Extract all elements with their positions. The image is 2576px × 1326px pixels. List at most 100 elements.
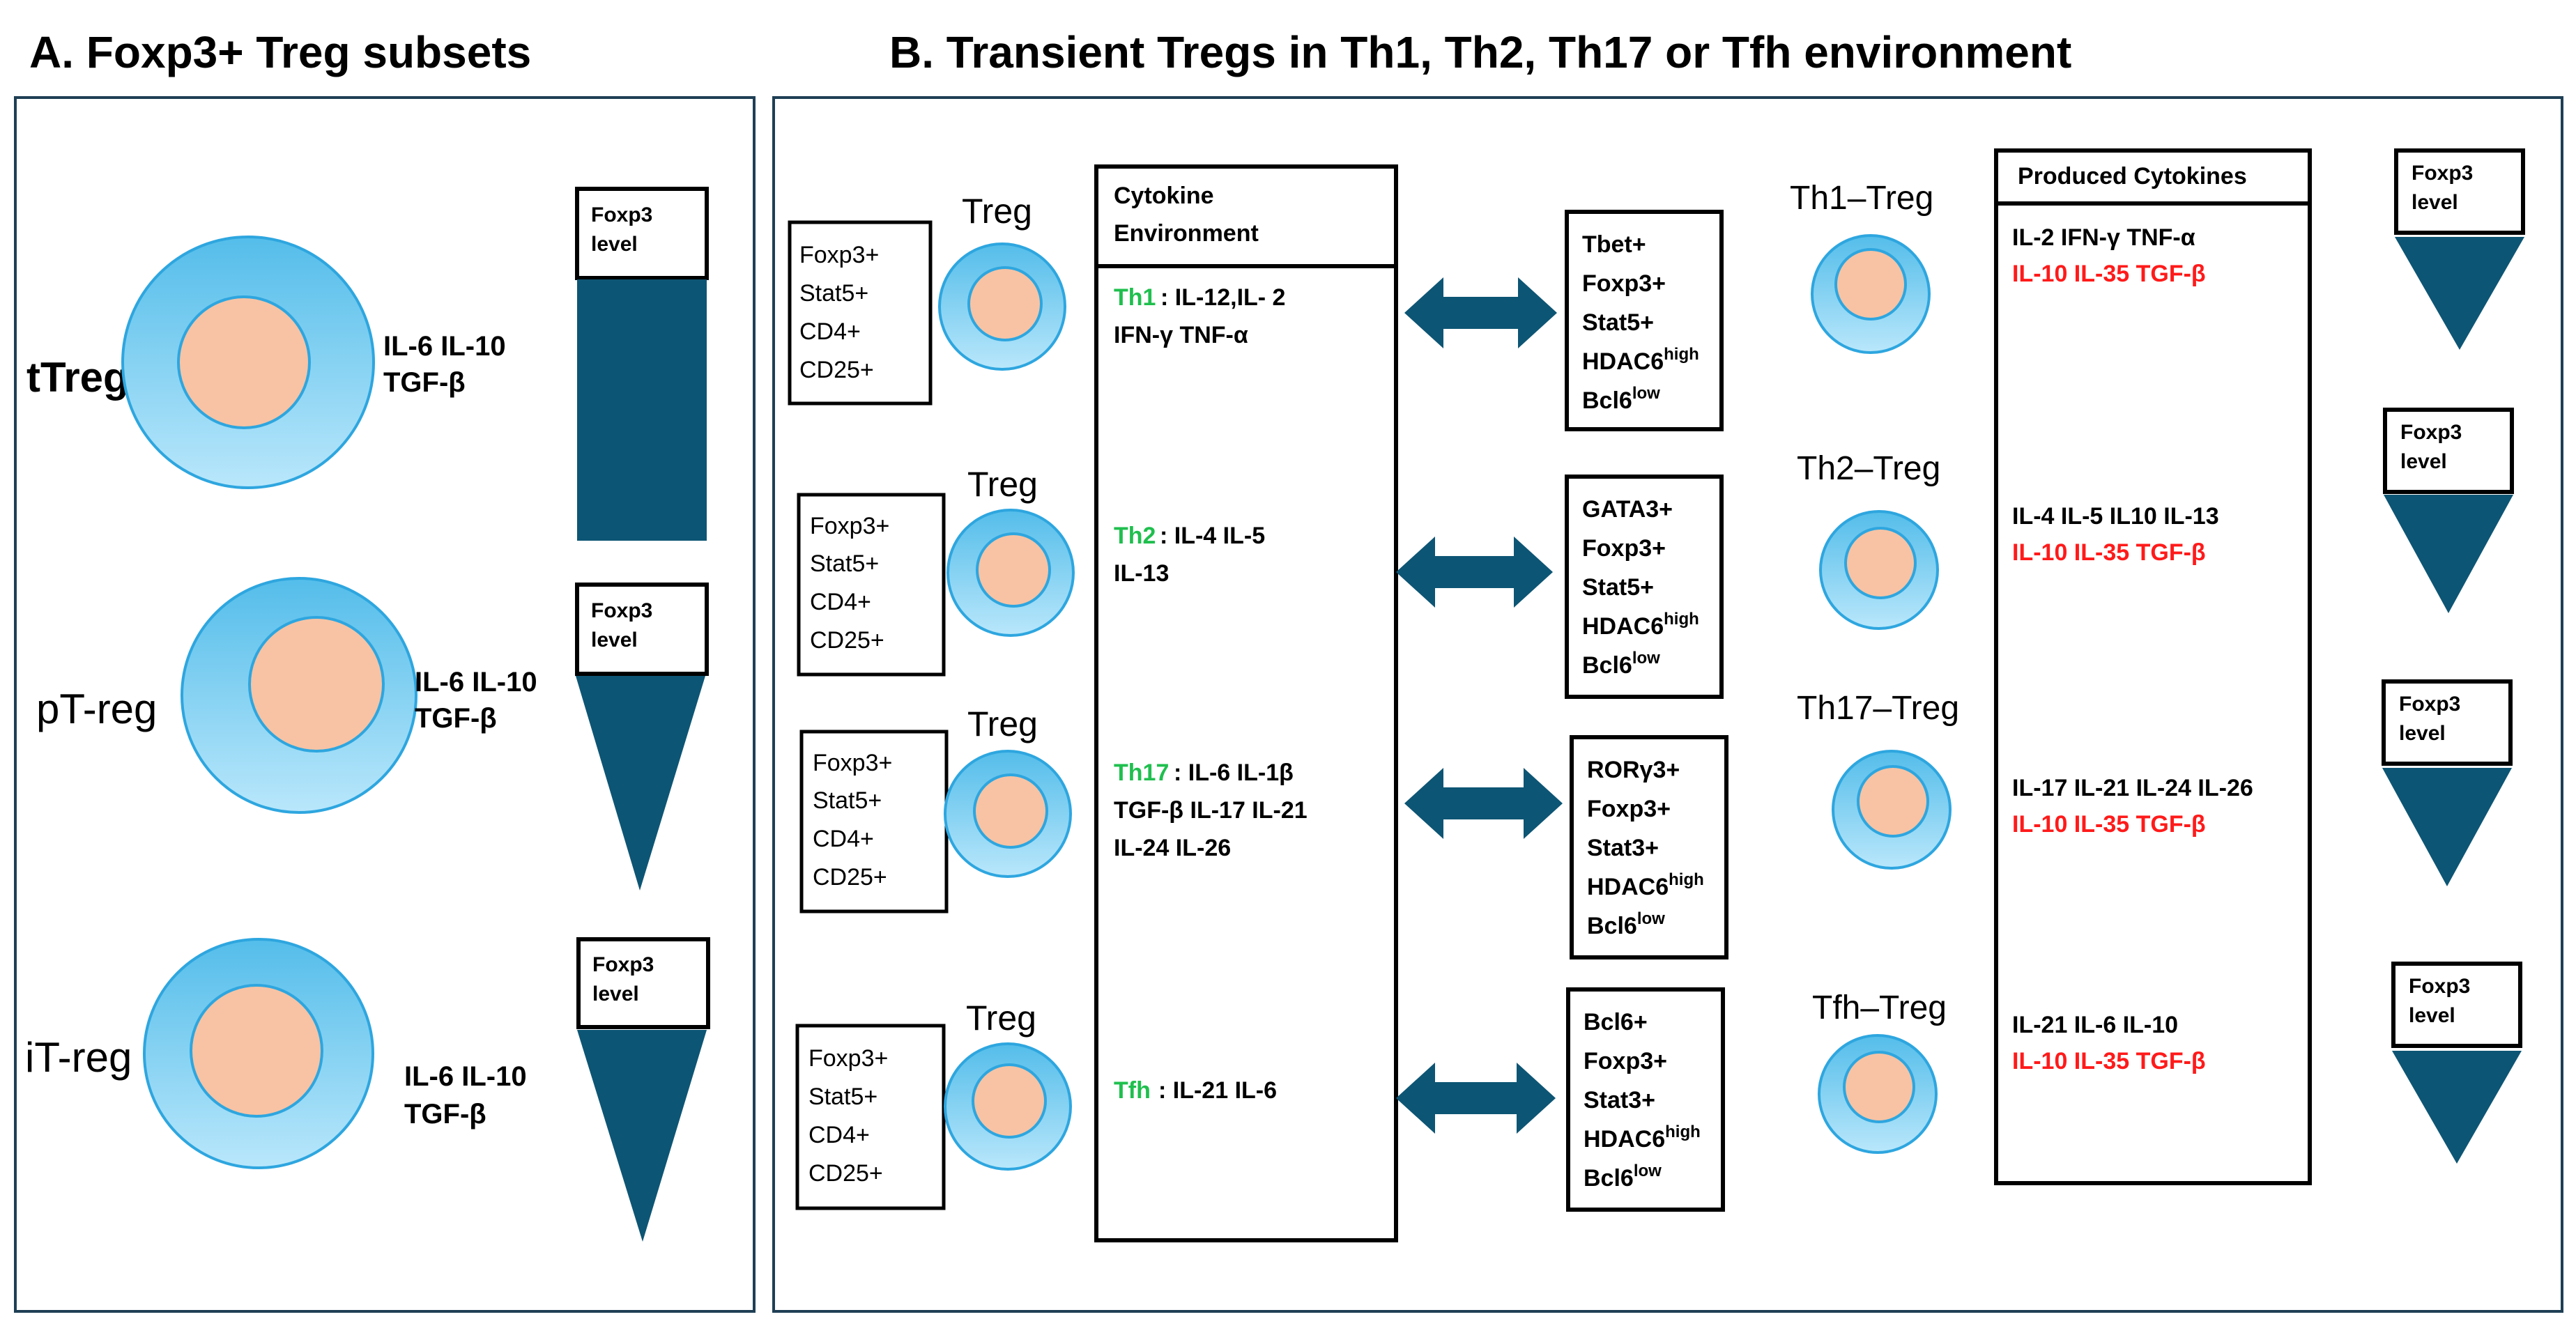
produced-line1: IL-4 IL-5 IL10 IL-13	[2012, 503, 2219, 530]
subset-ptreg: pT-reg IL-6 IL-10 TGF-β Foxp3 level	[36, 577, 709, 891]
transient-marker: Stat3+	[1584, 1087, 1655, 1113]
subset-itreg: iT-reg IL-6 IL-10 TGF-β Foxp3 level	[25, 937, 710, 1242]
double-arrow	[1396, 537, 1553, 608]
foxp3-level-triangle	[2384, 495, 2513, 613]
foxp3-label-box	[575, 187, 709, 280]
foxp3-label-box	[2382, 679, 2513, 766]
transient-markers-box	[1565, 210, 1724, 431]
panel-a-title: A. Foxp3+ Treg subsets	[29, 27, 531, 77]
transient-treg-label: Tfh–Treg	[1812, 989, 1947, 1026]
foxp3-label-box	[576, 937, 710, 1029]
foxp3-label-line2: level	[2399, 722, 2446, 745]
foxp3-label-line1: Foxp3	[592, 953, 654, 976]
treg-markers-box	[788, 220, 933, 406]
treg-markers-box	[797, 493, 946, 677]
row-th2: Foxp3+ Stat5+ CD4+ CD25+ Treg Th2 : IL-4…	[797, 408, 2514, 699]
bcl6-marker: Bcl6low	[1582, 384, 1660, 414]
produced-line1: IL-17 IL-21 IL-24 IL-26	[2012, 775, 2253, 801]
double-arrow	[1396, 1063, 1556, 1134]
treg-marker: CD25+	[799, 357, 874, 383]
subset-name: pT-reg	[36, 686, 157, 732]
foxp3-label-box	[2383, 408, 2514, 494]
foxp3-label-line2: level	[2400, 450, 2447, 473]
foxp3-label-line2: level	[2409, 1004, 2455, 1027]
foxp3-level-bar	[577, 279, 707, 541]
foxp3-level-triangle	[2395, 237, 2524, 350]
transient-cell-nucleus	[1857, 765, 1929, 838]
cytokine-environment-header-line2: Environment	[1114, 220, 1259, 247]
treg-label: Treg	[962, 192, 1032, 231]
produced-line2: IL-10 IL-35 TGF-β	[2012, 539, 2206, 566]
bcl6-marker: Bcl6low	[1587, 909, 1665, 939]
produced-line1: IL-2 IFN-γ TNF-α	[2012, 224, 2195, 251]
foxp3-label-box	[2391, 962, 2522, 1048]
treg-cell-nucleus	[976, 532, 1051, 608]
transient-marker: Stat3+	[1587, 835, 1659, 861]
env-line2: IL-13	[1114, 560, 1169, 587]
bcl6-marker: Bcl6low	[1584, 1162, 1662, 1192]
transient-marker: Bcl6+	[1584, 1009, 1648, 1035]
env-line1-rest: : IL-6 IL-1β	[1174, 760, 1294, 786]
treg-marker: Stat5+	[799, 280, 868, 307]
env-name: Th1	[1114, 284, 1156, 311]
cytokines-line2: TGF-β	[383, 367, 466, 398]
produced-line2: IL-10 IL-35 TGF-β	[2012, 811, 2206, 838]
treg-marker: Foxp3+	[813, 750, 892, 776]
transient-markers-box	[1565, 475, 1724, 699]
transient-marker: Foxp3+	[1587, 796, 1671, 822]
panel-b-frame	[772, 96, 2563, 1313]
cytokine-environment-column: Cytokine Environment	[1094, 164, 1398, 1242]
transient-markers-box	[1566, 987, 1725, 1212]
hdac6-marker: HDAC6high	[1582, 345, 1699, 375]
foxp3-level-triangle	[2382, 768, 2512, 886]
foxp3-label-box	[575, 583, 709, 676]
foxp3-label-line1: Foxp3	[591, 599, 652, 622]
treg-cell-nucleus	[973, 773, 1048, 849]
foxp3-level-triangle	[577, 1030, 707, 1242]
transient-markers-box	[1570, 735, 1728, 959]
transient-marker: GATA3+	[1582, 496, 1673, 523]
cell-nucleus	[248, 616, 385, 753]
cytokines-line2: TGF-β	[415, 703, 497, 734]
transient-cell-nucleus	[1834, 248, 1907, 321]
env-name: Th2	[1114, 523, 1156, 549]
transient-marker: Foxp3+	[1582, 270, 1666, 297]
cell-nucleus	[177, 295, 311, 429]
treg-marker: CD25+	[813, 864, 887, 891]
row-th17: Foxp3+ Stat5+ CD4+ CD25+ Treg Th17 : IL-…	[799, 679, 2513, 959]
treg-label: Treg	[967, 704, 1038, 743]
panel-b-title: B. Transient Tregs in Th1, Th2, Th17 or …	[889, 27, 2071, 77]
transient-marker: Foxp3+	[1582, 535, 1666, 562]
produced-line2: IL-10 IL-35 TGF-β	[2012, 1048, 2206, 1074]
env-line1-rest: : IL-21 IL-6	[1158, 1077, 1277, 1104]
hdac6-marker: HDAC6high	[1584, 1123, 1701, 1152]
foxp3-label-line2: level	[592, 982, 639, 1005]
transient-treg-label: Th17–Treg	[1797, 690, 1959, 727]
foxp3-level-triangle	[2392, 1051, 2522, 1164]
transient-marker: Foxp3+	[1584, 1048, 1667, 1074]
foxp3-label-line1: Foxp3	[591, 203, 652, 226]
treg-marker: Foxp3+	[808, 1045, 888, 1072]
foxp3-label-line2: level	[591, 233, 638, 256]
cytokines-line1: IL-6 IL-10	[404, 1061, 527, 1092]
foxp3-label-line1: Foxp3	[2412, 162, 2473, 185]
transient-cell-nucleus	[1844, 527, 1917, 599]
bcl6-marker: Bcl6low	[1582, 649, 1660, 679]
cytokines-line2: TGF-β	[404, 1099, 486, 1130]
treg-marker: CD4+	[810, 589, 871, 615]
treg-cell-nucleus	[967, 266, 1043, 341]
row-th1: Foxp3+ Stat5+ CD4+ CD25+ Treg Th1 : IL-1…	[788, 148, 2525, 431]
treg-marker: CD4+	[813, 826, 874, 852]
cytokines-line1: IL-6 IL-10	[383, 331, 506, 362]
hdac6-marker: HDAC6high	[1582, 610, 1699, 640]
treg-cell-nucleus	[972, 1063, 1047, 1139]
transient-cell-nucleus	[1843, 1051, 1915, 1123]
subset-ttreg: tTreg IL-6 IL-10 TGF-β Foxp3 level	[26, 187, 709, 541]
produced-line2: IL-10 IL-35 TGF-β	[2012, 261, 2206, 287]
row-tfh: Foxp3+ Stat5+ CD4+ CD25+ Treg Tfh : IL-2…	[795, 962, 2522, 1212]
foxp3-label-line1: Foxp3	[2409, 975, 2470, 998]
panel-a-frame	[14, 96, 756, 1313]
treg-marker: CD4+	[808, 1122, 870, 1148]
double-arrow	[1404, 277, 1557, 348]
